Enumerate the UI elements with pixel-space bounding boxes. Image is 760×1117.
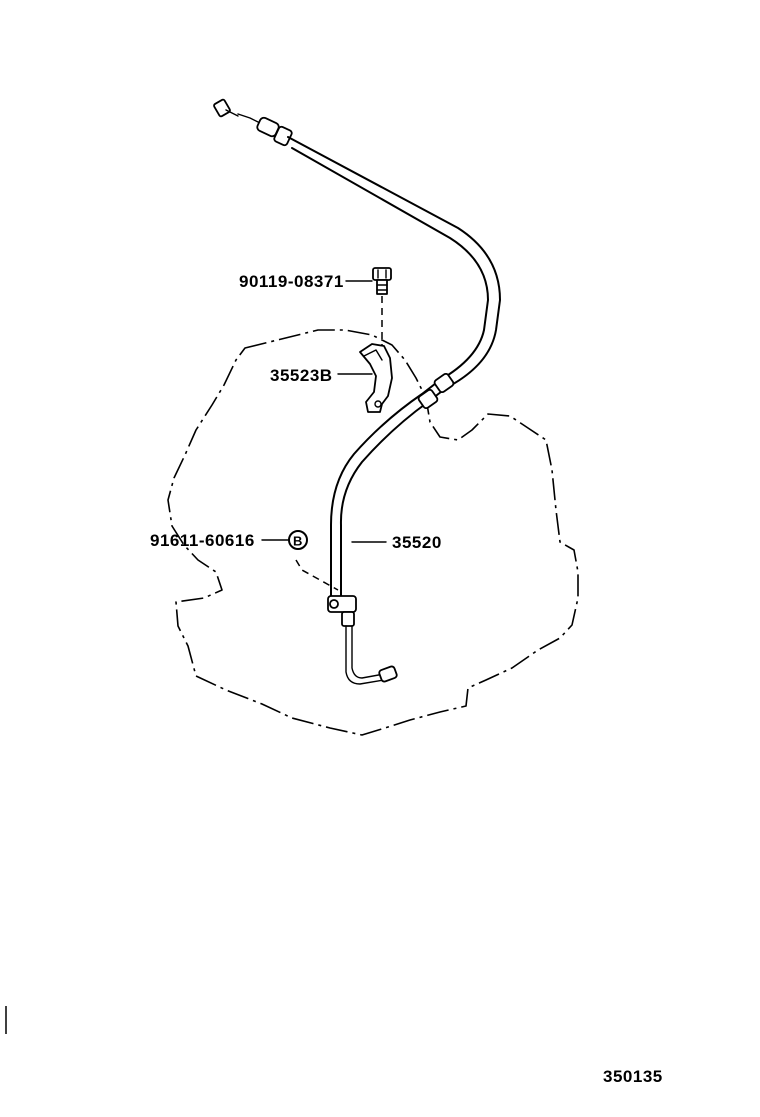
bolt-part: [372, 267, 392, 295]
cable-upper-end: [213, 98, 293, 147]
bolt-part-number: 90119-08371: [239, 272, 344, 291]
bracket-part: [359, 343, 393, 413]
figure-code: 350135: [603, 1067, 663, 1086]
clip-symbol-letter: B: [293, 534, 303, 549]
clip-alignment-line: [295, 559, 339, 591]
clip-symbol: B: [288, 530, 308, 550]
cable-part-number: 35520: [392, 533, 442, 552]
clip-part-number: 91611-60616: [150, 531, 255, 550]
shift-cable-conduit: [287, 136, 501, 599]
transmission-case-outline: [167, 329, 579, 736]
cable-lower-end: [327, 595, 398, 685]
bracket-part-number: 35523B: [270, 366, 333, 385]
